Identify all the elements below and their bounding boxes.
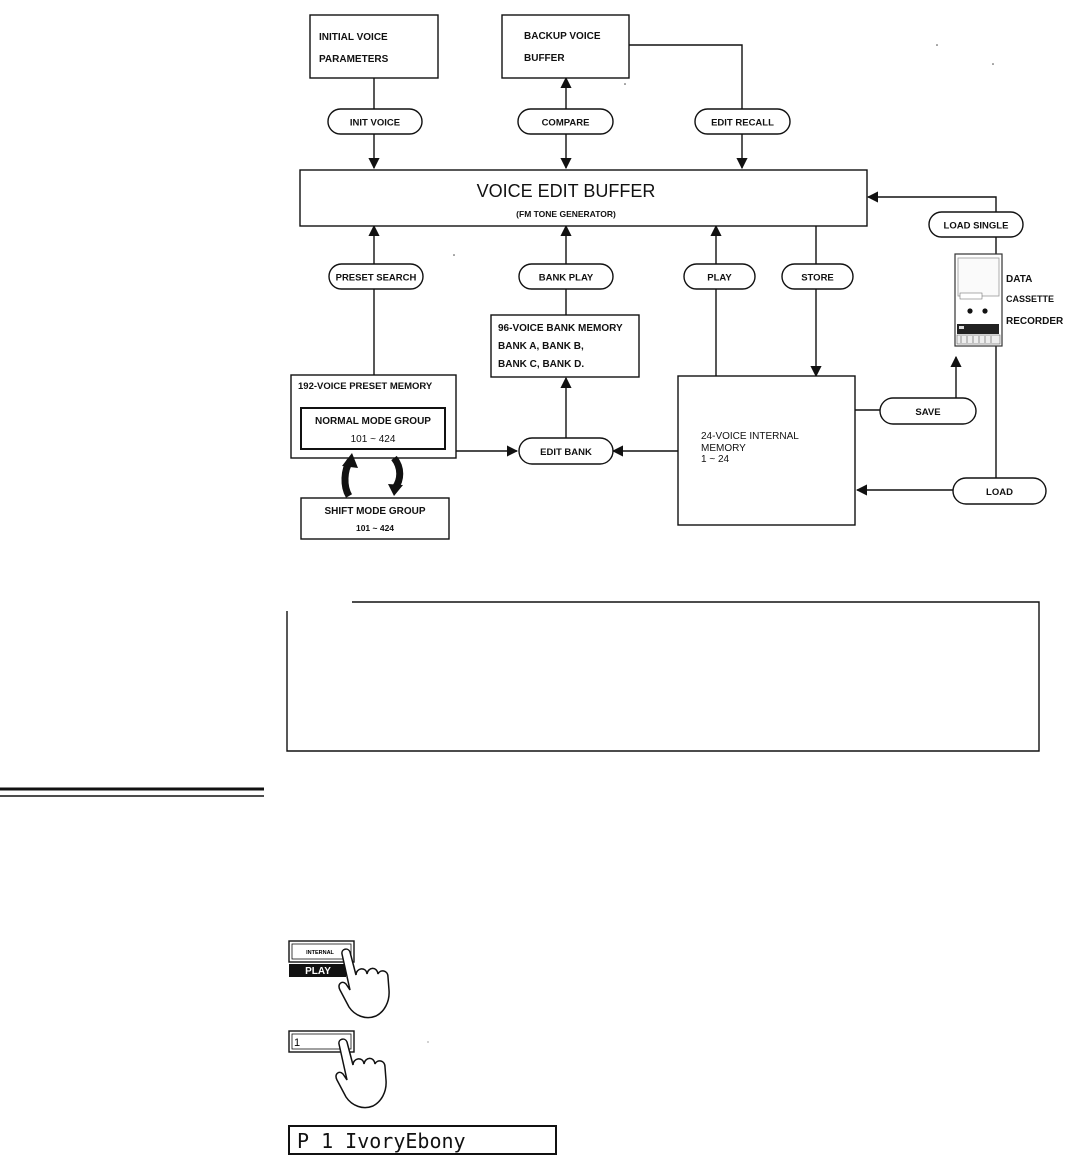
pointing-hand-icon [338, 948, 390, 1019]
init-voice-label: INIT VOICE [350, 118, 400, 129]
note-box [286, 601, 1040, 752]
backup-voice-line2: BUFFER [524, 53, 565, 64]
bank-memory-box: 96-VOICE BANK MEMORY BANK A, BANK B, BAN… [490, 314, 640, 378]
preset-memory-title: 192-VOICE PRESET MEMORY [298, 381, 433, 392]
edit-recall-label: EDIT RECALL [711, 118, 774, 129]
section-rule [0, 787, 264, 797]
preset-search-pill: PRESET SEARCH [328, 263, 424, 290]
shift-mode-group-label: SHIFT MODE GROUP [324, 506, 425, 517]
speck [453, 254, 455, 256]
edit-bank-label: EDIT BANK [540, 447, 592, 458]
initial-voice-line2: PARAMETERS [319, 54, 389, 65]
backup-voice-line1: BACKUP VOICE [524, 31, 601, 42]
voice-edit-buffer-box: VOICE EDIT BUFFER (FM TONE GENERATOR) [299, 169, 868, 227]
load-pill: LOAD [952, 477, 1047, 505]
lcd-display: P 1 IvoryEbony [288, 1125, 557, 1155]
edit-bank-pill: EDIT BANK [518, 437, 614, 465]
bank-play-label: BANK PLAY [539, 273, 594, 284]
bank-memory-line2: BANK A, BANK B, [498, 341, 584, 352]
lcd-display-text: P 1 IvoryEbony [297, 1129, 466, 1153]
speck [936, 44, 938, 46]
cassette-label-2: CASSETTE [1006, 294, 1054, 304]
shift-mode-group-box: SHIFT MODE GROUP 101 ~ 424 [300, 497, 450, 540]
line-backup-to-recall [629, 44, 743, 109]
save-label: SAVE [915, 407, 940, 418]
load-single-label: LOAD SINGLE [944, 221, 1009, 232]
voice-edit-buffer-title: VOICE EDIT BUFFER [477, 181, 656, 201]
edit-recall-pill: EDIT RECALL [694, 108, 791, 135]
shift-mode-group-range: 101 ~ 424 [356, 523, 394, 533]
internal-play-button: INTERNAL PLAY [288, 940, 355, 977]
internal-memory-box: 24-VOICE INTERNAL MEMORY 1 ~ 24 [677, 375, 856, 526]
normal-mode-group-box: NORMAL MODE GROUP 101 ~ 424 [300, 407, 446, 450]
bank-memory-line1: 96-VOICE BANK MEMORY [498, 323, 623, 334]
speck [624, 83, 626, 85]
play-label: PLAY [707, 273, 732, 284]
voice-1-button: 1 [288, 1030, 355, 1053]
pointing-hand-icon-2 [335, 1038, 387, 1109]
save-pill: SAVE [879, 397, 977, 425]
load-single-pill: LOAD SINGLE [928, 211, 1024, 238]
initial-voice-line1: INITIAL VOICE [319, 32, 388, 43]
connector-lines [368, 44, 997, 496]
voice-1-label: 1 [294, 1037, 300, 1049]
compare-pill: COMPARE [517, 108, 614, 135]
store-pill: STORE [781, 263, 854, 290]
cassette-recorder-icon [954, 253, 1003, 347]
cassette-label-3: RECORDER [1006, 316, 1064, 327]
preset-search-label: PRESET SEARCH [336, 273, 417, 284]
normal-mode-group-label: NORMAL MODE GROUP [315, 416, 431, 427]
arrow-loadsingle-to-buffer [866, 191, 997, 212]
load-label: LOAD [986, 487, 1013, 498]
backup-voice-box: BACKUP VOICE BUFFER [501, 14, 630, 79]
voice-edit-buffer-subtitle: (FM TONE GENERATOR) [516, 209, 616, 219]
internal-memory-line1: 24-VOICE INTERNAL [701, 431, 799, 442]
bank-memory-line3: BANK C, BANK D. [498, 359, 584, 370]
initial-voice-box: INITIAL VOICE PARAMETERS [309, 14, 439, 79]
play-pill: PLAY [683, 263, 756, 290]
mode-swap-arrows-icon [341, 453, 404, 498]
init-voice-pill: INIT VOICE [327, 108, 423, 135]
bank-play-pill: BANK PLAY [518, 263, 614, 290]
store-label: STORE [801, 273, 834, 284]
cassette-label-1: DATA [1006, 274, 1032, 285]
internal-memory-line3: 1 ~ 24 [701, 454, 730, 465]
speck [427, 1041, 429, 1043]
speck [992, 63, 994, 65]
internal-label: INTERNAL [306, 950, 334, 956]
compare-label: COMPARE [542, 118, 590, 129]
play-key-label: PLAY [305, 966, 331, 977]
normal-mode-group-range: 101 ~ 424 [351, 434, 396, 445]
internal-memory-line2: MEMORY [701, 443, 746, 454]
